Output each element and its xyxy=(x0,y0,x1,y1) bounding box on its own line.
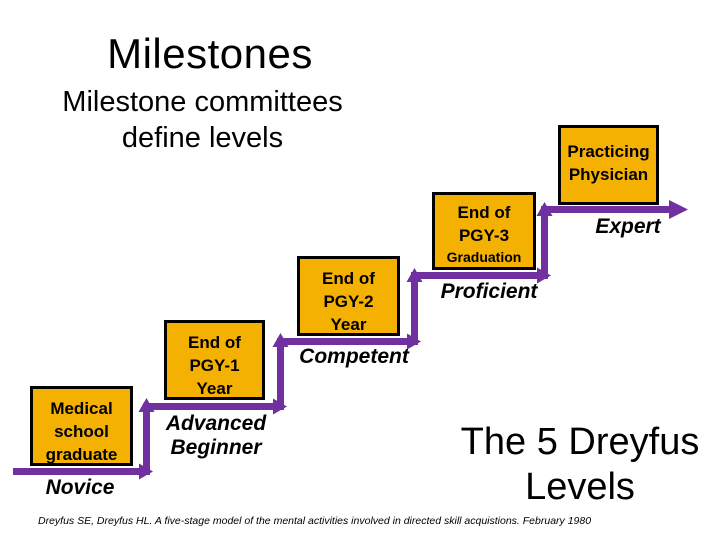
stage-box-medical-school-graduate: Medical school graduate xyxy=(30,386,133,466)
box-line: End of xyxy=(188,333,241,352)
box-line: End of xyxy=(322,269,375,288)
caption-line-1: The 5 Dreyfus xyxy=(460,421,700,463)
stage-box-end-of-pgy2: End of PGY-2 Year xyxy=(297,256,400,336)
level-label-proficient: Proficient xyxy=(440,280,538,303)
box-line: PGY-3 xyxy=(458,226,510,245)
box-line: graduate xyxy=(45,445,118,464)
level-label-novice: Novice xyxy=(45,476,115,499)
level-label-expert: Expert xyxy=(595,215,661,238)
box-line: Physician xyxy=(568,165,649,184)
box-line: Graduation xyxy=(446,249,522,265)
box-line: PGY-2 xyxy=(323,292,374,311)
box-line: Year xyxy=(330,315,367,334)
box-line: Year xyxy=(196,379,233,398)
stage-box-end-of-pgy1: End of PGY-1 Year xyxy=(164,320,265,400)
level-label-competent: Competent xyxy=(299,345,409,368)
citation: Dreyfus SE, Dreyfus HL. A five-stage mod… xyxy=(38,515,592,527)
box-line: Medical xyxy=(50,399,113,418)
box-line: End of xyxy=(457,203,511,222)
slide-subtitle: Milestone committees define levels xyxy=(20,84,385,156)
level-label-advanced-beginner: Advanced Beginner xyxy=(165,412,267,459)
stage-box-practicing-physician: Practicing Physician xyxy=(558,125,659,205)
box-line: Practicing xyxy=(567,142,650,161)
caption-line-2: Levels xyxy=(525,466,635,508)
dreyfus-caption: The 5 Dreyfus Levels xyxy=(440,420,720,510)
subtitle-line-1: Milestone committees xyxy=(62,86,343,118)
box-line: PGY-1 xyxy=(189,356,240,375)
box-line: school xyxy=(54,422,109,441)
page-title: Milestones xyxy=(107,30,313,77)
subtitle-line-2: define levels xyxy=(121,122,284,154)
stage-box-end-of-pgy3: End of PGY-3 Graduation xyxy=(432,192,536,270)
